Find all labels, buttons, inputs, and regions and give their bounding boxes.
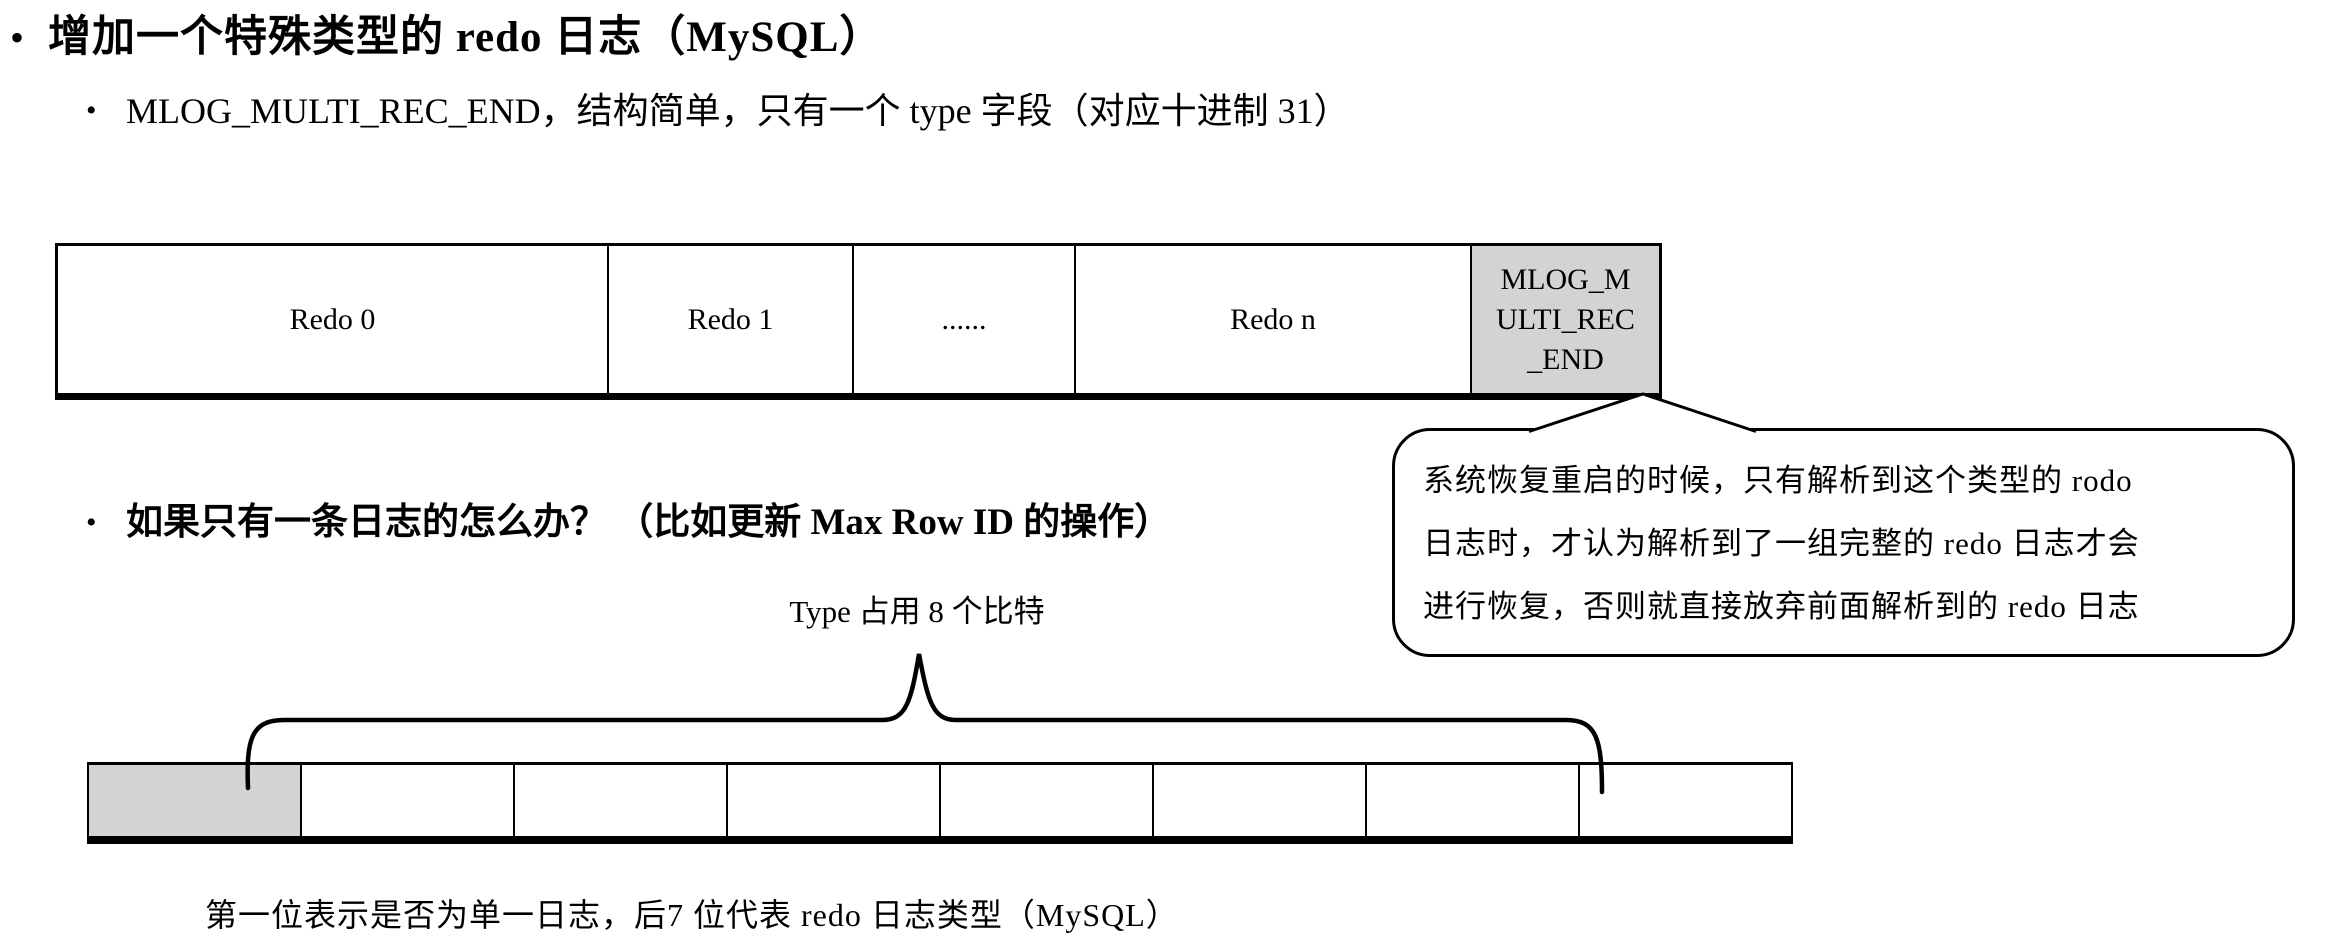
bit-cell [1578,765,1791,836]
mlog-end-line-1: MLOG_M [1500,262,1631,296]
callout-line-2: 日志时，才认为解析到了一组完整的 redo 日志才会 [1423,526,2140,561]
callout-line-1: 系统恢复重启的时候，只有解析到这个类型的 rodo [1423,463,2133,498]
redo-cell-ellipsis: ...... [852,246,1074,393]
callout-bubble: 系统恢复重启的时候，只有解析到这个类型的 rodo 日志时，才认为解析到了一组完… [1392,428,2295,657]
bit-cell [300,765,513,836]
bit-cell [1365,765,1578,836]
callout-line-3: 进行恢复，否则就直接放弃前面解析到的 redo 日志 [1423,589,2140,624]
bullet-icon: • [86,506,97,539]
mlog-end-line-3: _END [1527,342,1604,376]
bit-cell [939,765,1152,836]
bullet-single-text: 如果只有一条日志的怎么办？ （比如更新 Max Row ID 的操作） [126,502,1172,543]
redo-cell-1: Redo 1 [607,246,852,393]
title-row: • 增加一个特殊类型的 redo 日志（MySQL） [10,8,883,68]
bit-cell [1152,765,1365,836]
page-title: 增加一个特殊类型的 redo 日志（MySQL） [48,14,884,61]
mlog-end-label: MLOG_M ULTI_REC _END [1496,260,1635,380]
redo-log-table: Redo 0 Redo 1 ...... Redo n MLOG_M ULTI_… [55,243,1662,400]
redo-cell-mlog-end: MLOG_M ULTI_REC _END [1470,246,1659,393]
mlog-end-line-2: ULTI_REC [1496,302,1635,336]
type-bits-label: Type 占用 8 个比特 [789,594,1045,629]
bullet-single-row: • 如果只有一条日志的怎么办？ （比如更新 Max Row ID 的操作） [86,497,1171,549]
bit-cell [513,765,726,836]
redo-cell-n: Redo n [1074,246,1470,393]
bit-cell-shaded [89,765,300,836]
bullet-mlog-text: MLOG_MULTI_REC_END，结构简单，只有一个 type 字段（对应十… [126,91,1350,131]
bit-row-caption: 第一位表示是否为单一日志，后7 位代表 redo 日志类型（MySQL） [205,897,1179,933]
bit-cell [726,765,939,836]
bullet-icon: • [10,15,25,60]
bullet-mlog-row: • MLOG_MULTI_REC_END，结构简单，只有一个 type 字段（对… [86,86,1350,136]
bit-row [87,762,1793,844]
bullet-icon: • [86,94,97,127]
redo-cell-0: Redo 0 [289,302,376,336]
